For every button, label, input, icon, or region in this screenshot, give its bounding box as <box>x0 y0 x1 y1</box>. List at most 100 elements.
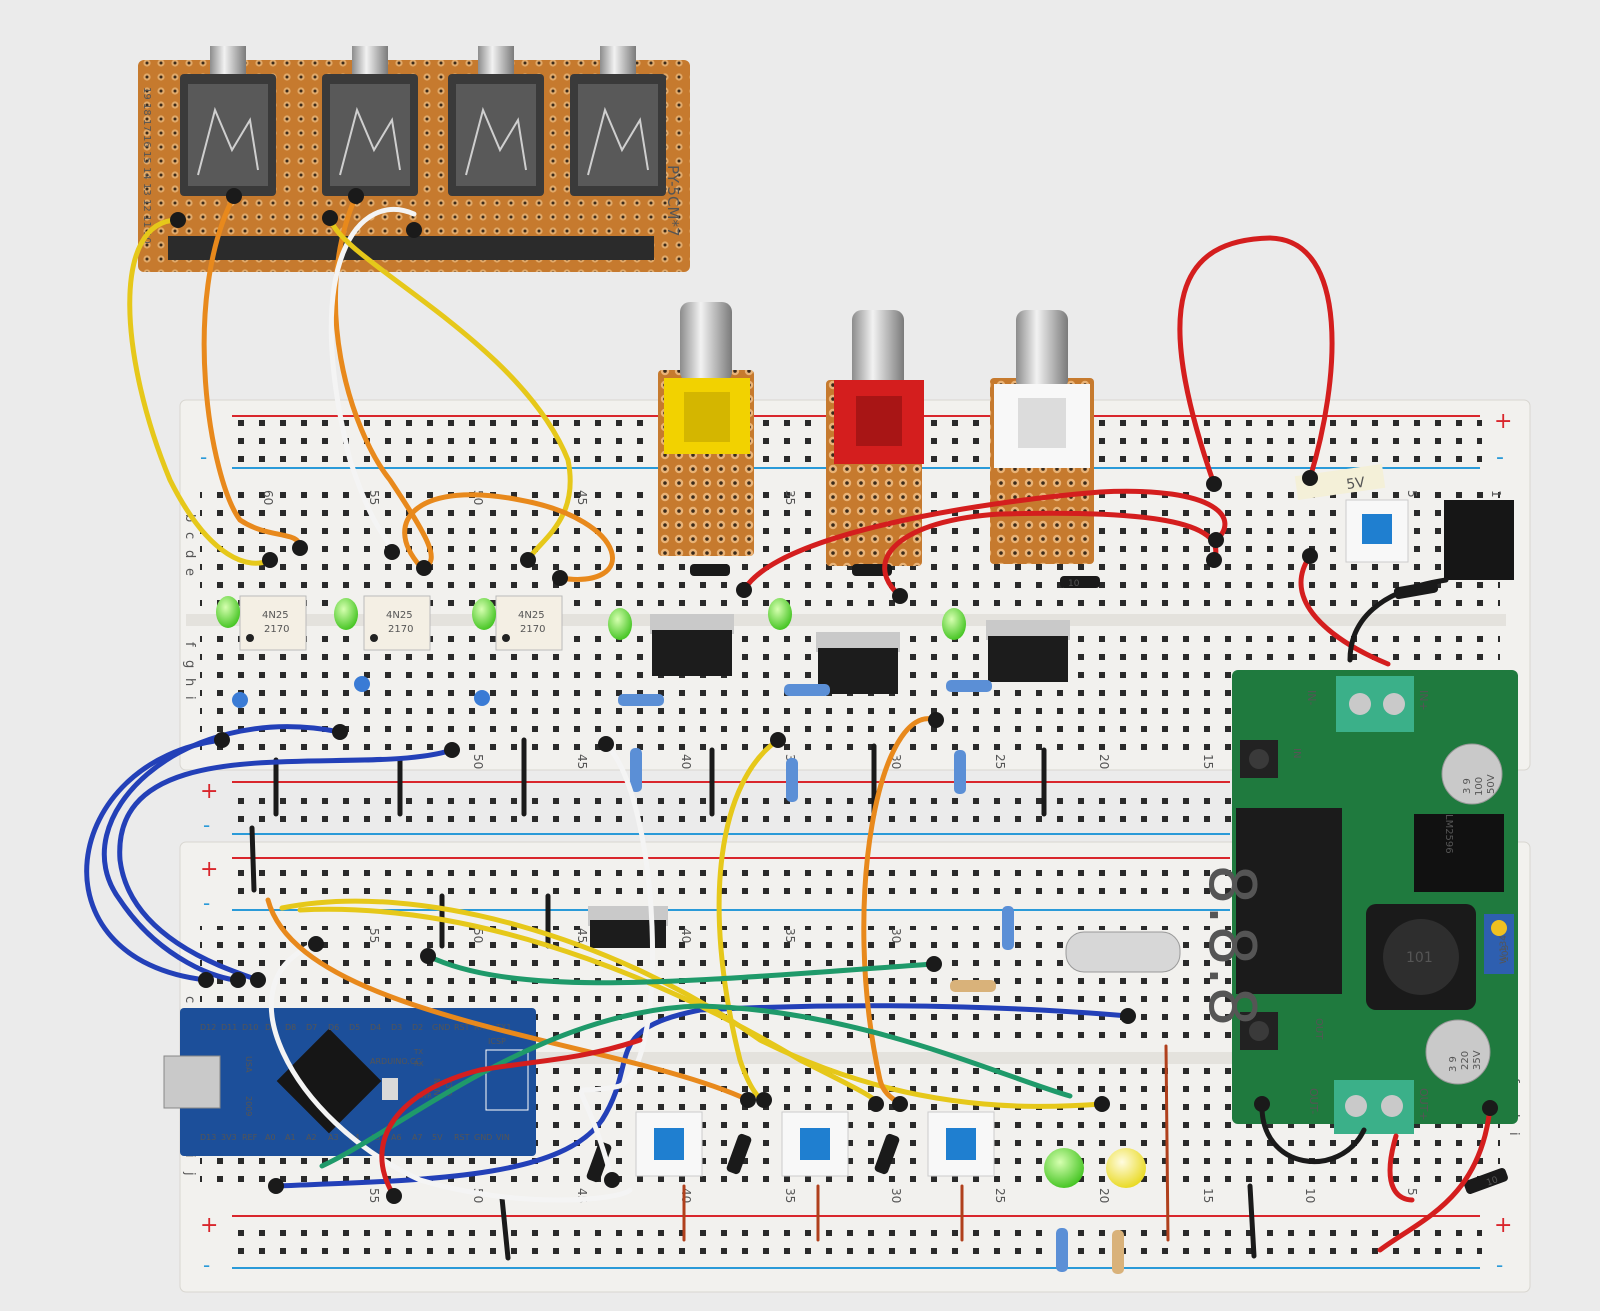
svg-text:20: 20 <box>1097 1188 1111 1203</box>
svg-text:ARDUINO.CC: ARDUINO.CC <box>370 1057 421 1066</box>
column-numbers-top: 55 50 45 40 35 30 <box>367 928 903 943</box>
resistor <box>954 750 966 794</box>
svg-text:RST: RST <box>454 1133 470 1142</box>
svg-text:5V: 5V <box>432 1133 443 1142</box>
wire-end-caps <box>170 188 1498 1204</box>
svg-text:VIN: VIN <box>496 1133 510 1142</box>
column-numbers-bottom-board: 55 50 45 40 35 30 25 20 15 10 5 <box>367 1188 1419 1203</box>
svg-text:3 9: 3 9 <box>1462 778 1473 794</box>
svg-text:15: 15 <box>1201 754 1215 769</box>
svg-text:4N25: 4N25 <box>518 610 545 621</box>
svg-text:14: 14 <box>141 167 152 180</box>
ceramic-capacitor <box>354 676 370 692</box>
svg-text:i: i <box>182 696 197 700</box>
svg-text:11: 11 <box>141 215 152 228</box>
svg-text:2009: 2009 <box>244 1096 253 1116</box>
svg-text:OUT: OUT <box>1313 1018 1324 1040</box>
led-green <box>942 608 966 640</box>
svg-text:D11: D11 <box>221 1023 237 1032</box>
electrolytic-capacitor: 3 9 100 50V <box>1441 743 1503 805</box>
svg-text:D2: D2 <box>412 1023 423 1032</box>
trimmer-potentiometer[interactable]: 103 W 134 <box>1484 914 1514 974</box>
rca-jack-yellow <box>658 302 754 556</box>
svg-text:30: 30 <box>889 928 903 943</box>
svg-text:55: 55 <box>367 490 381 505</box>
svg-text:55: 55 <box>367 1188 381 1203</box>
optocoupler-3: 4N25 2170 <box>495 595 563 651</box>
svg-text:10: 10 <box>1303 1188 1317 1203</box>
resistor <box>786 758 798 802</box>
svg-text:TX1: TX1 <box>495 1023 511 1032</box>
column-numbers-bottom: 50 45 40 35 30 25 20 15 <box>471 754 1215 769</box>
push-button[interactable] <box>927 1111 995 1177</box>
svg-text:5: 5 <box>1405 490 1419 498</box>
svg-text:A2: A2 <box>306 1133 317 1142</box>
svg-text:35: 35 <box>783 490 797 505</box>
svg-text:103: 103 <box>1501 945 1511 962</box>
led-green <box>608 608 632 640</box>
svg-text:-: - <box>200 445 207 469</box>
svg-text:16: 16 <box>141 135 152 148</box>
audio-jack-perfboard: 19 18 17 16 15 14 13 12 11 10 PY-5CM*7 <box>138 46 690 272</box>
svg-text:A0: A0 <box>265 1133 276 1142</box>
svg-text:REF: REF <box>242 1133 258 1142</box>
svg-text:18: 18 <box>141 103 152 116</box>
led-green <box>768 598 792 630</box>
svg-text:+: + <box>200 1213 218 1238</box>
tape-label: 5V <box>1294 463 1386 501</box>
svg-text:50: 50 <box>471 754 485 769</box>
svg-text:50V: 50V <box>1486 774 1497 794</box>
svg-text:50: 50 <box>471 928 485 943</box>
ceramic-capacitor <box>232 692 248 708</box>
svg-text:101: 101 <box>1406 950 1433 966</box>
resistor <box>630 748 642 792</box>
svg-text:+: + <box>200 779 218 804</box>
svg-text:-: - <box>1496 1253 1503 1277</box>
svg-text:OUT+: OUT+ <box>1417 1088 1430 1121</box>
perfboard-label: PY-5CM*7 <box>664 165 682 237</box>
svg-text:13: 13 <box>141 183 152 196</box>
push-button[interactable] <box>635 1111 703 1177</box>
voltage-regulator <box>816 632 900 694</box>
svg-text:g: g <box>182 660 197 668</box>
svg-text:35V: 35V <box>1472 1050 1483 1070</box>
svg-text:35: 35 <box>783 928 797 943</box>
svg-text:45: 45 <box>575 754 589 769</box>
svg-text:USA: USA <box>244 1056 253 1073</box>
svg-text:-: - <box>203 891 210 915</box>
reset-button[interactable] <box>382 1078 398 1100</box>
svg-text:W 134: W 134 <box>1499 935 1509 964</box>
dc-power-jack <box>1444 500 1514 580</box>
svg-text:D7: D7 <box>306 1023 317 1032</box>
svg-text:4N25: 4N25 <box>386 610 413 621</box>
rail-minus-label: - <box>1496 445 1504 470</box>
buck-converter-module: IN- IN+ IN OUT 8.8.8 LM2596 101 3 9 100 … <box>1194 670 1518 1134</box>
svg-text:3 9: 3 9 <box>1448 1056 1459 1072</box>
svg-text:ICSP: ICSP <box>488 1037 506 1046</box>
svg-text:OUT-: OUT- <box>1307 1088 1320 1114</box>
crystal-oscillator <box>1065 931 1181 973</box>
svg-text:3V3: 3V3 <box>221 1133 237 1142</box>
svg-text:-: - <box>203 1253 210 1277</box>
svg-text:i: i <box>1506 1132 1521 1136</box>
push-button[interactable] <box>1345 499 1409 563</box>
svg-text:D8: D8 <box>285 1023 296 1032</box>
svg-text:15: 15 <box>1201 1188 1215 1203</box>
led-yellow <box>1106 1148 1146 1188</box>
seven-segment-display: 8.8.8 <box>1194 808 1342 1027</box>
svg-text:RST: RST <box>454 1023 470 1032</box>
rail-plus-label: + <box>1494 409 1512 434</box>
svg-text:GND: GND <box>474 1133 492 1142</box>
svg-text:h: h <box>182 678 197 686</box>
audio-jack-4 <box>570 46 666 196</box>
push-button[interactable] <box>781 1111 849 1177</box>
led-green <box>216 596 240 628</box>
svg-text:IN+: IN+ <box>1417 690 1430 711</box>
svg-text:60: 60 <box>261 490 275 505</box>
voltage-regulator <box>588 906 668 948</box>
resistor <box>784 684 830 696</box>
rca-jack-white <box>990 310 1094 564</box>
ceramic-capacitor <box>474 690 490 706</box>
svg-text:j: j <box>182 1171 197 1176</box>
